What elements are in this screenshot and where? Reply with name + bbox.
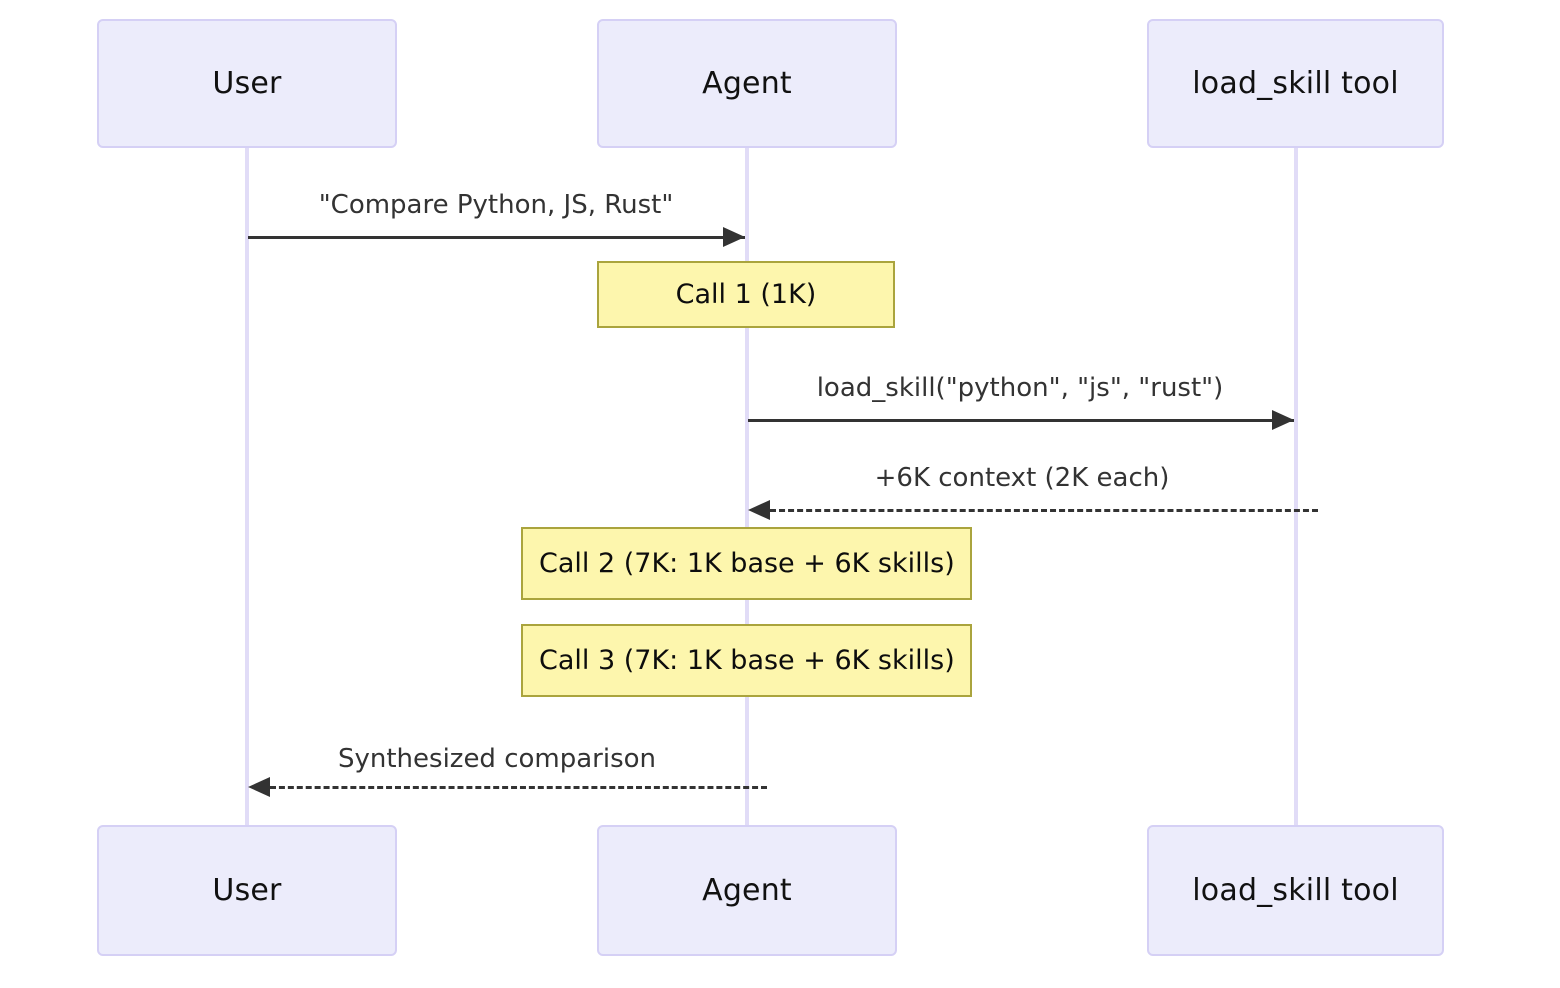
actor-box-tool-bottom[interactable]: load_skill tool <box>1147 825 1444 956</box>
message-label-load-skill-call: load_skill("python", "js", "rust") <box>812 373 1228 403</box>
message-label-compare-request: "Compare Python, JS, Rust" <box>314 190 678 220</box>
actor-label-tool-bottom: load_skill tool <box>1192 873 1399 908</box>
actor-box-tool-top[interactable]: load_skill tool <box>1147 19 1444 148</box>
lifeline-user <box>245 148 249 825</box>
note-label-call-3: Call 3 (7K: 1K base + 6K skills) <box>539 645 955 676</box>
note-label-call-2: Call 2 (7K: 1K base + 6K skills) <box>539 548 955 579</box>
actor-label-user-bottom: User <box>212 873 282 908</box>
arrowhead-left-4 <box>248 777 270 797</box>
arrowhead-right-1 <box>723 227 745 247</box>
message-line-1 <box>248 236 745 239</box>
note-call-2[interactable]: Call 2 (7K: 1K base + 6K skills) <box>521 527 972 600</box>
note-label-call-1: Call 1 (1K) <box>675 279 817 310</box>
actor-label-agent-bottom: Agent <box>702 873 792 908</box>
message-line-2 <box>748 419 1294 422</box>
arrowhead-left-3 <box>748 500 770 520</box>
message-line-3 <box>770 509 1318 512</box>
actor-box-user-top[interactable]: User <box>97 19 397 148</box>
actor-box-agent-bottom[interactable]: Agent <box>597 825 897 956</box>
arrowhead-right-2 <box>1272 410 1294 430</box>
actor-box-user-bottom[interactable]: User <box>97 825 397 956</box>
message-label-synthesized-comparison: Synthesized comparison <box>333 744 661 774</box>
note-call-3[interactable]: Call 3 (7K: 1K base + 6K skills) <box>521 624 972 697</box>
actor-box-agent-top[interactable]: Agent <box>597 19 897 148</box>
note-call-1[interactable]: Call 1 (1K) <box>597 261 895 328</box>
message-label-context-return: +6K context (2K each) <box>870 463 1174 493</box>
actor-label-agent-top: Agent <box>702 66 792 101</box>
message-line-4 <box>270 786 767 789</box>
actor-label-tool-top: load_skill tool <box>1192 66 1399 101</box>
actor-label-user-top: User <box>212 66 282 101</box>
lifeline-tool <box>1294 148 1298 825</box>
lifeline-agent <box>745 148 749 825</box>
